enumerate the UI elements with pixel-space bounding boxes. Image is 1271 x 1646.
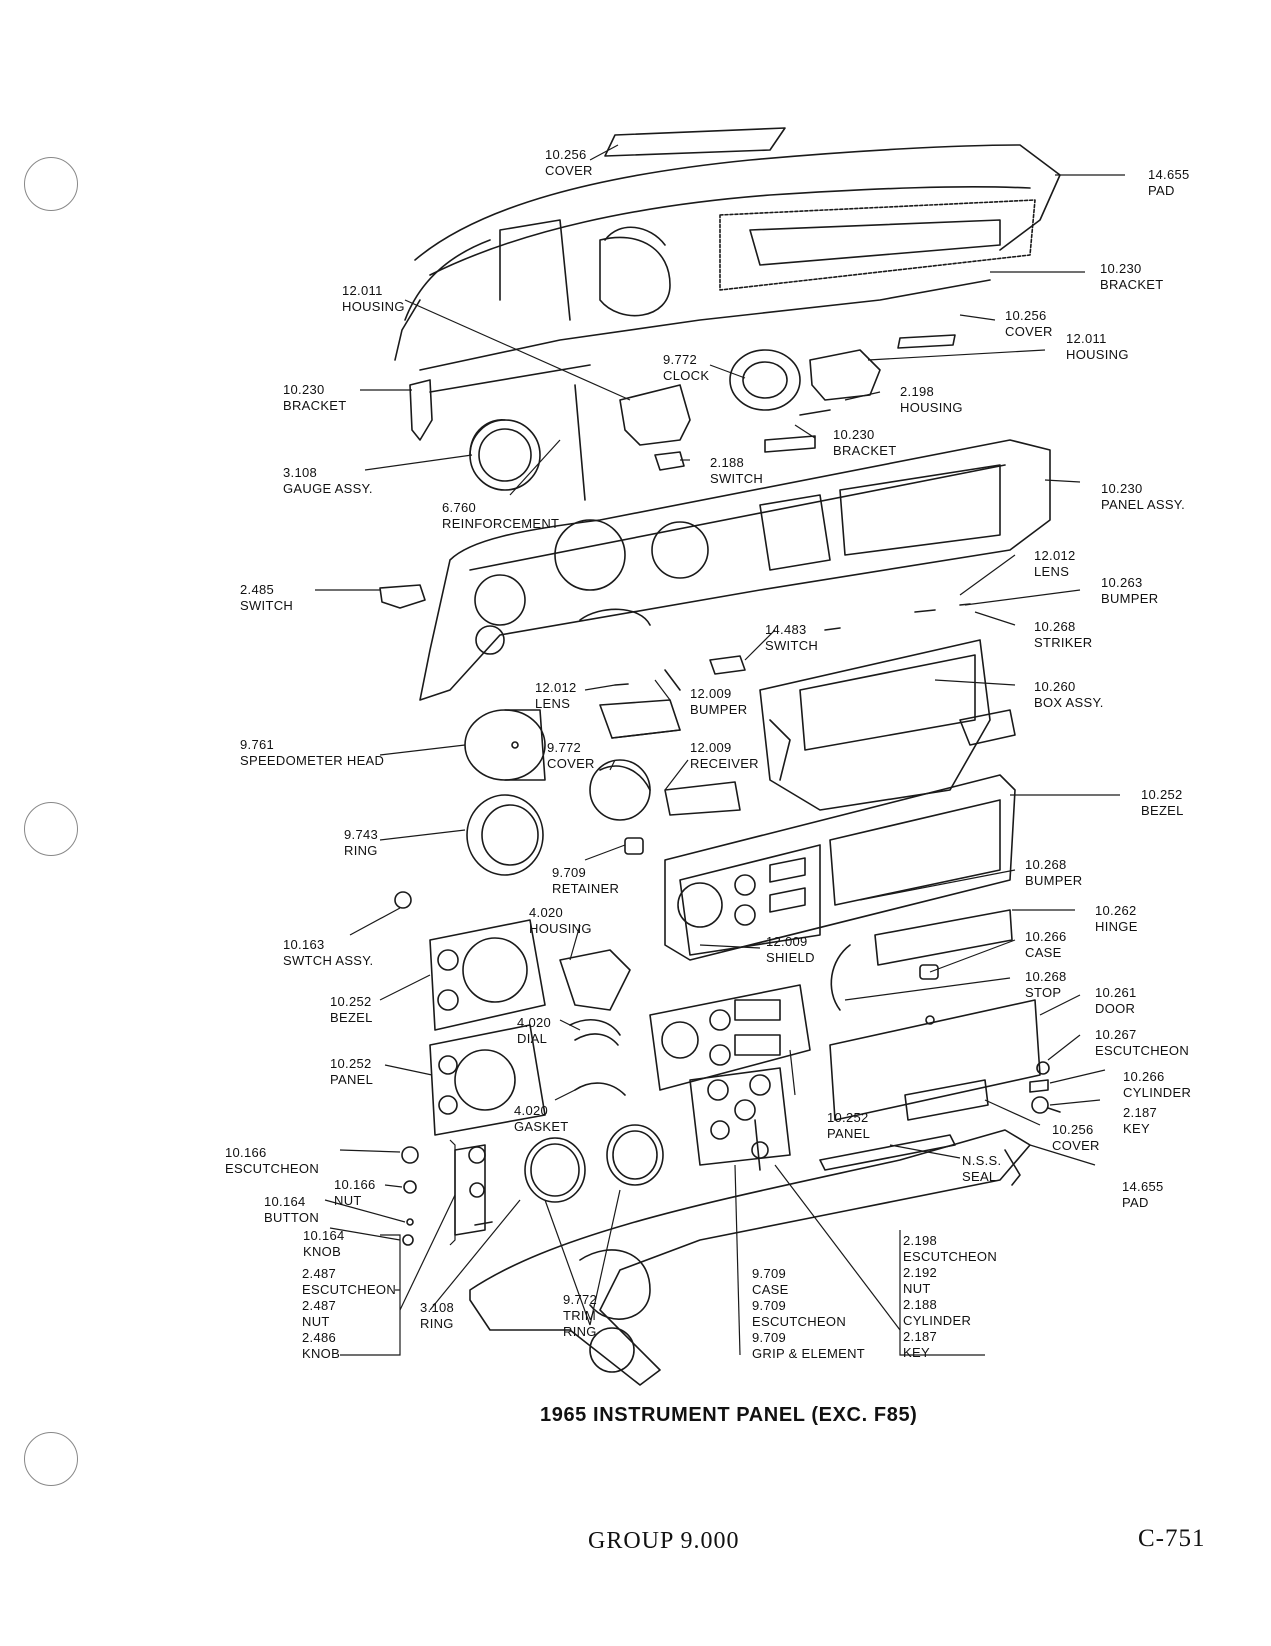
callout-seal: N.S.S.SEAL	[962, 1153, 1002, 1184]
diagram-title: 1965 INSTRUMENT PANEL (EXC. F85)	[540, 1404, 918, 1426]
binder-hole-bottom	[24, 1432, 78, 1486]
binder-hole-middle	[24, 802, 78, 856]
footer-group-number: GROUP 9.000	[588, 1528, 740, 1554]
footer-page-number: C-751	[1138, 1525, 1206, 1552]
binder-hole-top	[24, 157, 78, 211]
